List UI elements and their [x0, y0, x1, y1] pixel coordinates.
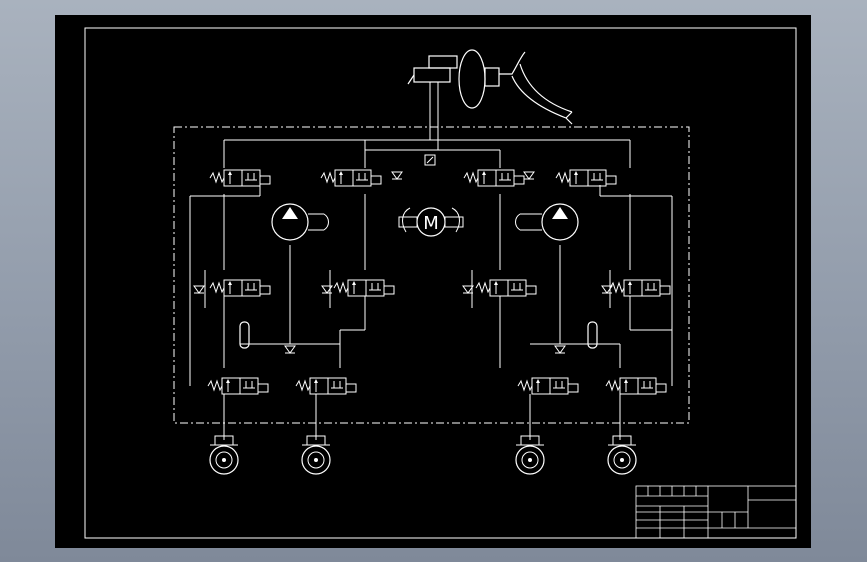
motor-symbol: M [423, 213, 439, 234]
pedal-sensor [424, 154, 436, 166]
title-block [635, 485, 797, 539]
accumulator-right [587, 321, 598, 349]
hydraulic-lines [189, 82, 673, 440]
accumulator-left [239, 321, 250, 349]
pump-left [271, 203, 329, 241]
motor [398, 207, 464, 237]
brake-pedal-assembly [407, 49, 573, 125]
drawing-border [84, 27, 797, 539]
pump-right [515, 203, 579, 241]
control-unit-boundary [173, 126, 690, 424]
drawing-sheet [55, 15, 811, 548]
